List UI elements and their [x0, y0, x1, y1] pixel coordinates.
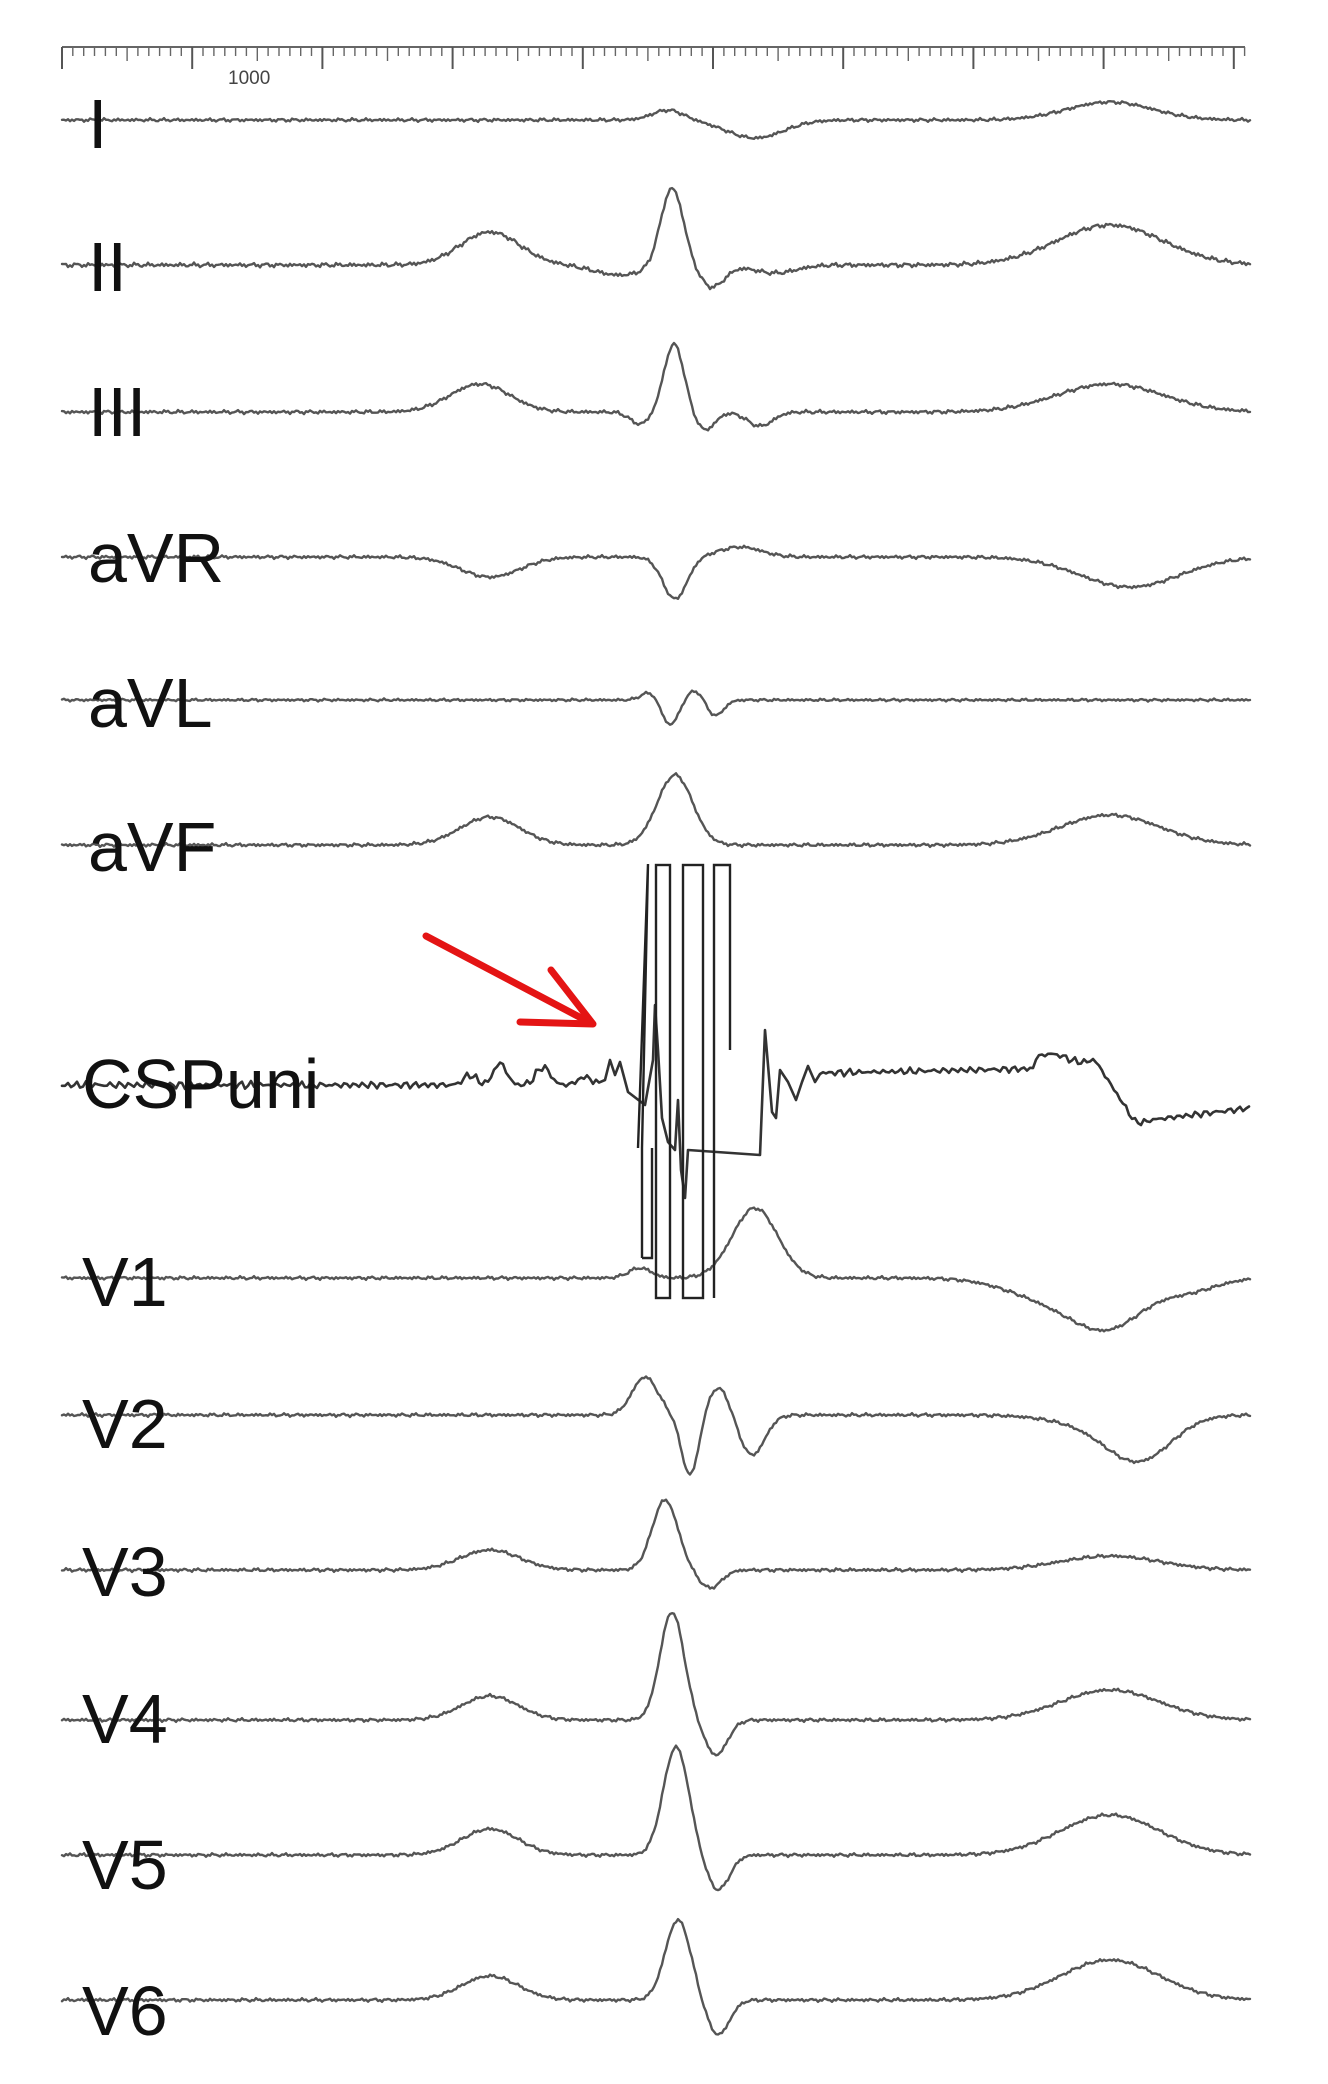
lead-label-v4: V4 [82, 1680, 168, 1758]
lead-label-avf: aVF [88, 808, 216, 886]
trace-v2 [60, 1375, 1252, 1476]
lead-label-v1: V1 [82, 1243, 168, 1321]
time-scale-ticks [61, 47, 1246, 69]
pacing-artifact [636, 863, 732, 1300]
saturation-box-3 [712, 863, 732, 1298]
ecg-traces [60, 100, 1252, 2036]
arrow-shaft [422, 932, 589, 1024]
lead-label-iii: III [88, 373, 146, 451]
trace-avl [60, 689, 1252, 726]
saturation-box-1 [654, 863, 672, 1300]
arrow-head [516, 966, 597, 1028]
trace-v6 [60, 1917, 1252, 2036]
trace-v3 [60, 1498, 1252, 1590]
trace-ii [60, 186, 1252, 291]
trace-avf [60, 772, 1252, 849]
trace-avr [60, 544, 1252, 600]
trace-cspuni [60, 1003, 1251, 1200]
trace-iii [60, 341, 1252, 432]
lead-label-v6: V6 [82, 1972, 168, 2050]
trace-v4 [60, 1612, 1252, 1757]
trace-i [60, 100, 1252, 140]
lead-label-v2: V2 [82, 1385, 168, 1463]
red-arrow-annotation [422, 932, 597, 1028]
trace-v5 [60, 1744, 1252, 1892]
time-scale-bar: 1000 [61, 46, 1246, 89]
lead-label-v3: V3 [82, 1533, 168, 1611]
lead-label-ii: II [88, 228, 127, 306]
lead-label-cspuni: CSPuni [82, 1045, 319, 1123]
time-scale-marker-label: 1000 [228, 68, 270, 89]
lead-label-avr: aVR [88, 519, 224, 597]
lead-label-avl: aVL [88, 664, 213, 742]
lead-label-i: I [88, 85, 107, 163]
saturation-box-2 [681, 863, 705, 1300]
pacing-spike-left [636, 863, 654, 1260]
lead-label-v5: V5 [82, 1826, 168, 1904]
